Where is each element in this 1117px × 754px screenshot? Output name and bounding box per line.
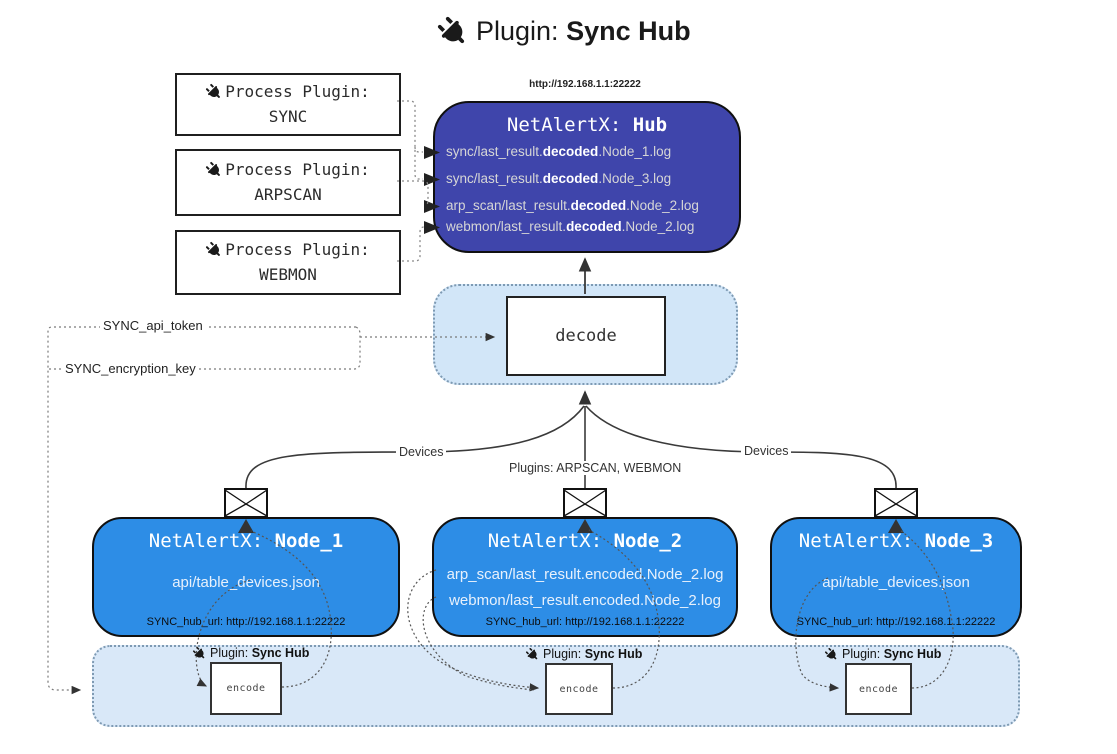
envelope-icon [563, 488, 607, 518]
sync-api-token-label: SYNC_api_token [100, 318, 206, 333]
node1-title: NetAlertX: Node_1 [148, 530, 344, 552]
link-sync-to-hub-branch [414, 146, 423, 153]
envelope-icon [874, 488, 918, 518]
hub-box: NetAlertX: Hub [433, 101, 741, 253]
node3-hub-url: SYNC_hub_url: http://192.168.1.1:22222 [796, 616, 996, 628]
envelope-icon [224, 488, 268, 518]
process-plugin-name: SYNC [268, 106, 308, 126]
hub-log-line: webmon/last_result.decoded.Node_2.log [446, 219, 695, 234]
node1-file: api/table_devices.json [172, 574, 320, 591]
node1-hub-url: SYNC_hub_url: http://192.168.1.1:22222 [146, 616, 346, 628]
hub-log-line: sync/last_result.decoded.Node_1.log [446, 144, 672, 159]
hub-log-line: sync/last_result.decoded.Node_3.log [446, 171, 672, 186]
process-plugin-box-arpscan: Process Plugin: ARPSCAN [175, 149, 401, 216]
plug-icon [434, 12, 472, 51]
process-plugin-label: Process Plugin: [225, 81, 370, 101]
node2-file: webmon/last_result.encoded.Node_2.log [449, 592, 721, 609]
page-title-prefix: Plugin: [476, 16, 567, 46]
page-title: Plugin: Sync Hub [434, 12, 691, 51]
hub-title: NetAlertX: Hub [506, 114, 668, 136]
node2-title: NetAlertX: Node_2 [487, 530, 683, 552]
node2-hub-url: SYNC_hub_url: http://192.168.1.1:22222 [485, 616, 685, 628]
encode-box-1: encode [210, 662, 282, 715]
encoder3-label: Plugin: Sync Hub [823, 645, 941, 663]
plug-icon [204, 82, 225, 102]
plug-icon [204, 240, 225, 260]
plug-icon [204, 160, 225, 180]
plug-icon [191, 644, 208, 662]
hub-url-label: http://192.168.1.1:22222 [529, 79, 641, 90]
process-plugin-label: Process Plugin: [225, 159, 370, 179]
node3-box: NetAlertX: Node_3 api/table_devices.json… [770, 517, 1022, 637]
node3-title: NetAlertX: Node_3 [798, 530, 994, 552]
node2-file: arp_scan/last_result.encoded.Node_2.log [446, 566, 724, 583]
process-plugin-label: Process Plugin: [225, 239, 370, 259]
plug-icon [524, 645, 541, 663]
edge-label-plugins: Plugins: ARPSCAN, WEBMON [506, 461, 685, 475]
plug-icon [823, 645, 840, 663]
encoder2-label: Plugin: Sync Hub [524, 645, 642, 663]
encode-box-2: encode [545, 663, 613, 715]
process-plugin-box-webmon: Process Plugin: WEBMON [175, 230, 401, 295]
decode-box: decode [506, 296, 666, 376]
edge-label-devices-left: Devices [396, 445, 447, 459]
process-plugin-name: ARPSCAN [254, 184, 322, 204]
edge-label-devices-right: Devices [741, 444, 792, 458]
node3-file: api/table_devices.json [822, 574, 970, 591]
link-webmon-to-hub [397, 226, 425, 262]
process-plugin-name: WEBMON [259, 264, 317, 284]
hub-log-line: arp_scan/last_result.decoded.Node_2.log [446, 198, 699, 213]
node1-box: NetAlertX: Node_1 api/table_devices.json… [92, 517, 400, 637]
link-arpscan-to-hub [397, 180, 429, 206]
sync-encryption-key-label: SYNC_encryption_key [62, 361, 199, 376]
process-plugin-box-sync: Process Plugin: SYNC [175, 73, 401, 136]
encoder1-label: Plugin: Sync Hub [191, 644, 309, 662]
encode-box-3: encode [845, 663, 912, 715]
page-title-bold: Sync Hub [566, 16, 691, 46]
node2-box: NetAlertX: Node_2 arp_scan/last_result.e… [432, 517, 738, 637]
